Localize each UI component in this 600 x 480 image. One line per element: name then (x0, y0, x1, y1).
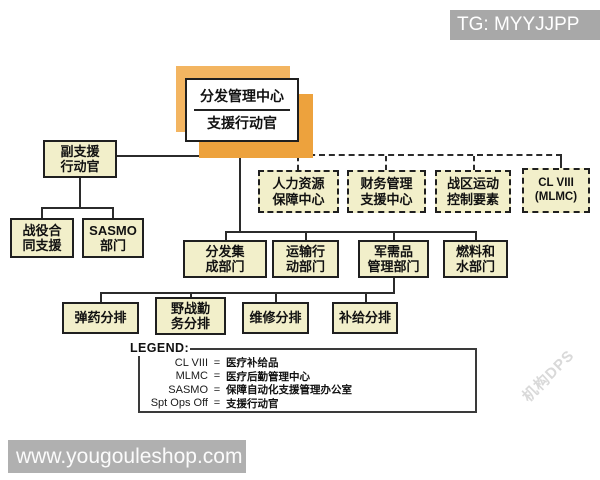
connector-distribution-stub (225, 231, 227, 240)
org-node-label: 水部门 (455, 259, 495, 274)
connector-theater-dashed-stub (473, 156, 475, 170)
connector-hr-dashed-stub (297, 156, 299, 170)
legend-entries: CL VIII = 医疗补给品 MLMC = 医疗后勤管理中心 SASMO = … (138, 356, 468, 410)
org-node-transport-ops-dept: 运输行 动部门 (272, 240, 339, 278)
connector-deputy-horizontal (117, 155, 240, 157)
connector-row3-horizontal (225, 231, 476, 233)
legend-frame-right (475, 348, 477, 413)
org-node-label: SASMO (89, 222, 137, 238)
legend-definition: 支援行动官 (226, 397, 279, 410)
legend-term: MLMC (175, 370, 208, 383)
org-node-cl-viii-mlmc: CL VIII (MLMC) (522, 168, 590, 213)
tg-badge-text: TG: MYYJJPP (457, 14, 580, 35)
org-node-label: 务分排 (170, 316, 210, 331)
connector-fuel-stub (475, 231, 477, 240)
org-node-label: (MLMC) (534, 190, 578, 203)
connector-campaign-stub (41, 207, 43, 218)
org-node-label: 燃料和 (455, 243, 495, 259)
org-node-fuel-water-dept: 燃料和 水部门 (443, 240, 508, 278)
legend-term: SASMO (168, 383, 208, 396)
legend-equals: = (213, 370, 221, 383)
connector-dashed-horizontal (240, 154, 562, 156)
org-node-label: 战区运动 (446, 176, 499, 192)
org-node-supply-platoon: 补给分排 (332, 302, 398, 334)
legend-frame-left (138, 356, 140, 411)
org-node-hr-support-center: 人力资源 保障中心 (258, 170, 339, 213)
org-node-label: 运输行 (285, 243, 325, 259)
org-node-ammo-platoon: 弹药分排 (62, 302, 139, 334)
legend-title: LEGEND: (130, 341, 190, 355)
org-node-label: 副支援 (60, 143, 100, 159)
legend-equals: = (213, 356, 221, 369)
org-node-label: 军需品 (373, 243, 413, 259)
connector-quartermaster-stub (393, 231, 395, 240)
org-node-label: 分发管理中心 (200, 88, 284, 105)
legend-frame-bottom (138, 411, 477, 413)
org-node-label: 弹药分排 (74, 310, 127, 326)
legend-entry: MLMC = 医疗后勤管理中心 (138, 370, 468, 384)
org-node-label: 行动官 (60, 159, 100, 174)
legend-entry: CL VIII = 医疗补给品 (138, 356, 468, 370)
connector-deputy-branch (41, 207, 114, 209)
org-node-label: 同支援 (22, 238, 62, 253)
org-node-sasmo-section: SASMO 部门 (82, 218, 144, 258)
connector-field-stub (190, 292, 192, 299)
org-node-distribution-integration-dept: 分发集 成部门 (183, 240, 267, 278)
org-node-finance-support-center: 财务管理 支援中心 (347, 170, 426, 213)
org-node-label: CL VIII (538, 176, 574, 189)
tg-badge: TG: MYYJJPP (450, 10, 600, 40)
connector-maintenance-stub (275, 292, 277, 302)
connector-finance-dashed-stub (385, 156, 387, 170)
connector-sasmo-stub (112, 207, 114, 218)
org-node-label: 财务管理 (360, 176, 413, 192)
connector-quartermaster-down (393, 278, 395, 294)
legend-definition: 医疗后勤管理中心 (226, 370, 310, 383)
org-node-deputy-support-ops-officer: 副支援 行动官 (43, 140, 117, 178)
org-node-label: 支援中心 (360, 191, 413, 207)
legend-definition: 保障自动化支援管理办公室 (226, 384, 352, 397)
org-node-label: 部门 (99, 238, 126, 253)
legend-equals: = (213, 383, 221, 396)
legend-entry: SASMO = 保障自动化支援管理办公室 (138, 383, 468, 397)
site-url-bar: www.yougouleshop.com (8, 440, 246, 473)
connector-deputy-down (79, 178, 81, 209)
connector-ammo-stub (100, 292, 102, 302)
org-node-theater-movement-control: 战区运动 控制要素 (435, 170, 511, 213)
legend-term: CL VIII (174, 356, 208, 369)
legend-term: Spt Ops Off (150, 397, 208, 410)
org-node-label: 保障中心 (272, 191, 325, 207)
legend-equals: = (213, 397, 221, 410)
connector-supply-stub (365, 292, 367, 302)
legend-definition: 医疗补给品 (226, 357, 279, 370)
legend-frame-top (190, 348, 477, 350)
legend-entry: Spt Ops Off = 支援行动官 (138, 397, 468, 411)
diagonal-watermark: 机构DPS (519, 346, 578, 406)
org-node-label: 管理部门 (367, 259, 420, 274)
site-url-text: www.yougouleshop.com (16, 444, 243, 468)
org-node-label: 补给分排 (338, 310, 391, 326)
org-node-label: 野战勤 (170, 300, 210, 316)
org-node-label: 控制要素 (446, 191, 499, 207)
org-node-label: 战役合 (22, 222, 62, 238)
connector-transport-stub (305, 231, 307, 240)
connector-root-vertical (239, 142, 241, 233)
org-node-label: 人力资源 (272, 176, 325, 192)
org-node-maintenance-platoon: 维修分排 (242, 302, 309, 334)
org-node-field-service-platoon: 野战勤 务分排 (155, 297, 226, 335)
connector-clviii-dashed-stub (560, 156, 562, 168)
org-node-campaign-contract-support: 战役合 同支援 (10, 218, 74, 258)
org-node-label: 分发集 (205, 243, 245, 259)
connector-platoon-horizontal (100, 292, 395, 294)
org-node-label: 成部门 (205, 259, 245, 274)
org-node-label: 动部门 (285, 259, 325, 274)
org-node-label: 维修分排 (249, 310, 302, 326)
org-node-label: 支援行动官 (194, 109, 290, 132)
org-node-distribution-management-center: 分发管理中心 支援行动官 (185, 78, 299, 142)
org-node-quartermaster-dept: 军需品 管理部门 (358, 240, 429, 278)
